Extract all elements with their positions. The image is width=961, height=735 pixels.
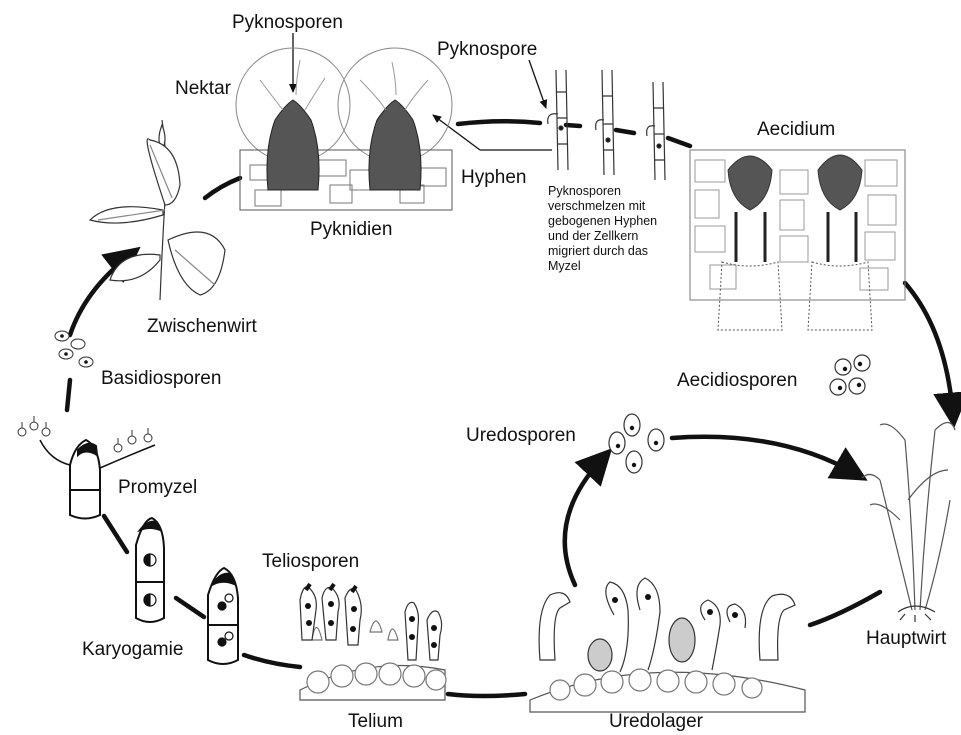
label-nektar: Nektar: [175, 79, 231, 98]
label-pyknospore: Pyknospore: [437, 40, 537, 59]
aecidium-illustration: [690, 150, 905, 330]
urediniospores-illustration: [609, 414, 664, 473]
label-pyknosporen: Pyknosporen: [232, 13, 343, 32]
arrow-pycnidia-to-hyphae: [458, 121, 540, 124]
arrow-uredolager-to-uredosporen: [565, 458, 603, 585]
teliospores: [300, 584, 442, 660]
arrow-telium-to-karyogamie: [244, 655, 300, 667]
arrow-hauptwirt-to-uredolager: [810, 592, 880, 625]
label-aecidium: Aecidium: [757, 120, 835, 139]
label-telium: Telium: [348, 712, 403, 731]
arrow-hyphae-dashes: [566, 125, 690, 146]
label-uredolager: Uredolager: [609, 712, 703, 731]
label-pyknidien: Pyknidien: [310, 220, 392, 239]
arrow-zwischenwirt-to-pycnidia: [205, 178, 240, 198]
arrow-uredosporen-to-hauptwirt: [672, 437, 856, 474]
aecidiospores-illustration: [830, 355, 870, 395]
basidiospores-illustration: [55, 331, 93, 367]
arrow-uredolager-to-telium: [448, 694, 525, 696]
arrow-promyzel-to-karyogamie: [104, 516, 127, 552]
label-aecidiosporen: Aecidiosporen: [677, 371, 797, 390]
label-basidiosporen: Basidiosporen: [101, 369, 221, 388]
arrow-karyogamie-step: [176, 598, 204, 617]
arrow-basidiosporen-up: [67, 380, 70, 410]
label-karyogamie: Karyogamie: [82, 640, 183, 659]
label-teliosporen: Teliosporen: [262, 552, 359, 571]
pointer-pyknospore: [529, 60, 546, 108]
caption-pycnospore-fusion: Pyknosporen verschmelzen mit gebogenen H…: [548, 184, 688, 274]
label-uredosporen: Uredosporen: [466, 426, 576, 445]
label-zwischenwirt: Zwischenwirt: [147, 317, 257, 336]
pycnidia-illustration: [236, 48, 452, 210]
arrow-aecidium-to-hauptwirt: [905, 283, 953, 415]
label-promyzel: Promyzel: [118, 478, 197, 497]
label-hyphen: Hyphen: [461, 168, 527, 187]
label-hauptwirt: Hauptwirt: [866, 629, 946, 648]
cycle-arrows: [67, 121, 953, 696]
uredinium-illustration: [530, 578, 805, 712]
telium-illustration: [300, 584, 446, 700]
